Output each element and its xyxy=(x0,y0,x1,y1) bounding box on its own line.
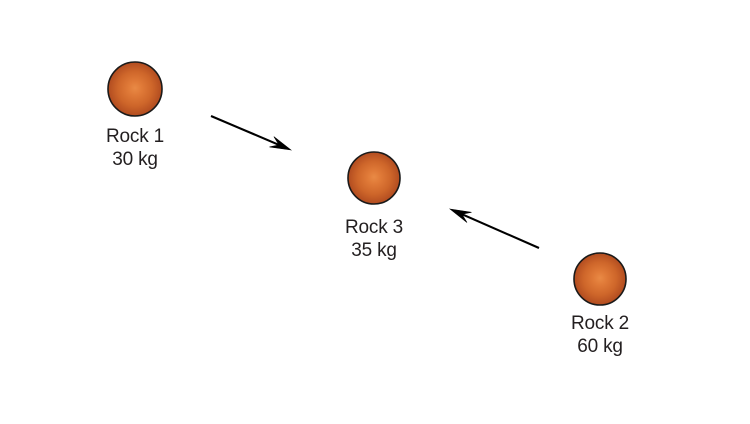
rock1-sphere xyxy=(107,61,163,117)
rock2-label: Rock 2 60 kg xyxy=(540,312,660,358)
rock3-label: Rock 3 35 kg xyxy=(314,216,434,262)
rock2-name: Rock 2 xyxy=(571,313,629,334)
arrow-rock2-to-rock3 xyxy=(448,208,540,249)
rock1-mass: 30 kg xyxy=(112,149,158,170)
rock2-mass: 60 kg xyxy=(577,336,623,357)
rock3-sphere xyxy=(347,151,401,205)
rock3-mass: 35 kg xyxy=(351,240,397,261)
rock3-name: Rock 3 xyxy=(345,217,403,238)
rock2-sphere xyxy=(573,252,627,306)
rock1-label: Rock 1 30 kg xyxy=(75,125,195,171)
arrow-rock1-to-rock3 xyxy=(210,115,293,151)
rock1-name: Rock 1 xyxy=(106,126,164,147)
